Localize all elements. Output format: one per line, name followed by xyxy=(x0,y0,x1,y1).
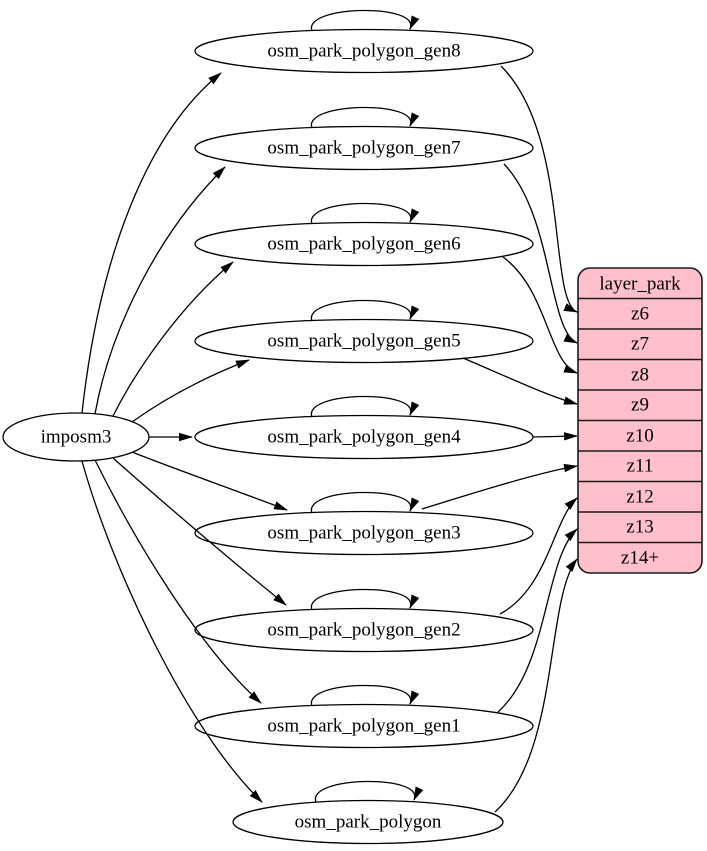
self-loop-gen2 xyxy=(311,588,420,611)
row-z12: z12 xyxy=(626,487,653,508)
node-osm_park_polygon_gen1: osm_park_polygon_gen1 xyxy=(194,703,534,749)
edge-gen4-to-z10 xyxy=(532,432,578,441)
node-osm_park_polygon_gen4: osm_park_polygon_gen4 xyxy=(194,414,534,460)
polygon-label: osm_park_polygon xyxy=(295,812,442,833)
edge-gen5-to-z9 xyxy=(462,357,578,405)
row-z11: z11 xyxy=(627,456,654,477)
edge-imposm3-to-gen3 xyxy=(131,451,288,511)
gen4-label: osm_park_polygon_gen4 xyxy=(267,427,461,448)
node-osm_park_polygon_gen7: osm_park_polygon_gen7 xyxy=(194,125,534,171)
node-osm_park_polygon_gen8: osm_park_polygon_gen8 xyxy=(194,28,534,74)
node-osm_park_polygon_gen5: osm_park_polygon_gen5 xyxy=(194,318,534,364)
self-loop-polygon xyxy=(315,780,424,803)
edge-imposm3-to-gen5 xyxy=(131,359,250,423)
gen1-label: osm_park_polygon_gen1 xyxy=(267,716,460,737)
row-z14plus: z14+ xyxy=(621,548,659,569)
edge-imposm3-to-gen7 xyxy=(94,166,226,415)
node-osm_park_polygon: osm_park_polygon xyxy=(232,799,504,845)
edge-gen6-to-z8 xyxy=(502,256,578,374)
node-osm_park_polygon_gen3: osm_park_polygon_gen3 xyxy=(194,510,534,556)
self-loop-gen5 xyxy=(311,299,420,322)
row-z13: z13 xyxy=(626,517,653,538)
row-z10: z10 xyxy=(626,426,653,447)
edge-gen3-to-z11 xyxy=(421,463,578,510)
edge-gen2-to-z12 xyxy=(499,497,578,615)
edge-imposm3-to-gen2 xyxy=(112,457,287,606)
edge-polygon-to-z14plus xyxy=(494,558,578,813)
self-loop-gen3 xyxy=(311,491,420,514)
row-z9: z9 xyxy=(631,395,649,416)
edge-imposm3-to-gen8 xyxy=(81,72,222,414)
gen8-ellipse xyxy=(194,28,534,74)
gen5-ellipse xyxy=(194,318,534,364)
edge-gen1-to-z13 xyxy=(497,528,578,713)
gen1-ellipse xyxy=(194,703,534,749)
edge-imposm3-to-polygon xyxy=(81,460,263,803)
node-osm_park_polygon_gen2: osm_park_polygon_gen2 xyxy=(194,607,534,653)
gen5-label: osm_park_polygon_gen5 xyxy=(267,331,460,352)
edge-gen8-to-z6 xyxy=(500,65,578,313)
imposm3-label: imposm3 xyxy=(41,427,112,448)
gen7-label: osm_park_polygon_gen7 xyxy=(267,138,460,159)
gen3-label: osm_park_polygon_gen3 xyxy=(267,523,460,544)
gen2-ellipse xyxy=(194,607,534,653)
gen6-label: osm_park_polygon_gen6 xyxy=(267,234,460,255)
row-z7: z7 xyxy=(631,334,649,355)
polygon-ellipse xyxy=(232,799,504,845)
gen8-label: osm_park_polygon_gen8 xyxy=(267,41,460,62)
node-osm_park_polygon_gen6: osm_park_polygon_gen6 xyxy=(194,221,534,267)
edges-to-layer-park xyxy=(421,65,578,813)
row-z8: z8 xyxy=(631,365,649,386)
self-loop-gen4 xyxy=(311,395,420,418)
self-loop-gen8 xyxy=(311,9,420,32)
self-loop-gen6 xyxy=(311,202,420,225)
table-layer_park: layer_park z6 z7 z8 z9 z10 z11 z12 z13 z… xyxy=(577,267,703,574)
node-imposm3: imposm3 xyxy=(2,412,150,462)
self-loop-gen7 xyxy=(311,106,420,129)
edge-gen7-to-z7 xyxy=(503,163,578,344)
edge-imposm3-to-gen1 xyxy=(94,459,262,704)
layer-park-header: layer_park xyxy=(599,274,681,295)
gen6-ellipse xyxy=(194,221,534,267)
edges-from-imposm3 xyxy=(81,72,288,803)
row-z6: z6 xyxy=(631,304,649,325)
gen3-ellipse xyxy=(194,510,534,556)
gen2-label: osm_park_polygon_gen2 xyxy=(267,620,460,641)
gen7-ellipse xyxy=(194,125,534,171)
self-loop-edges xyxy=(311,9,424,803)
edge-imposm3-to-gen6 xyxy=(112,261,234,417)
self-loop-gen1 xyxy=(311,684,420,707)
